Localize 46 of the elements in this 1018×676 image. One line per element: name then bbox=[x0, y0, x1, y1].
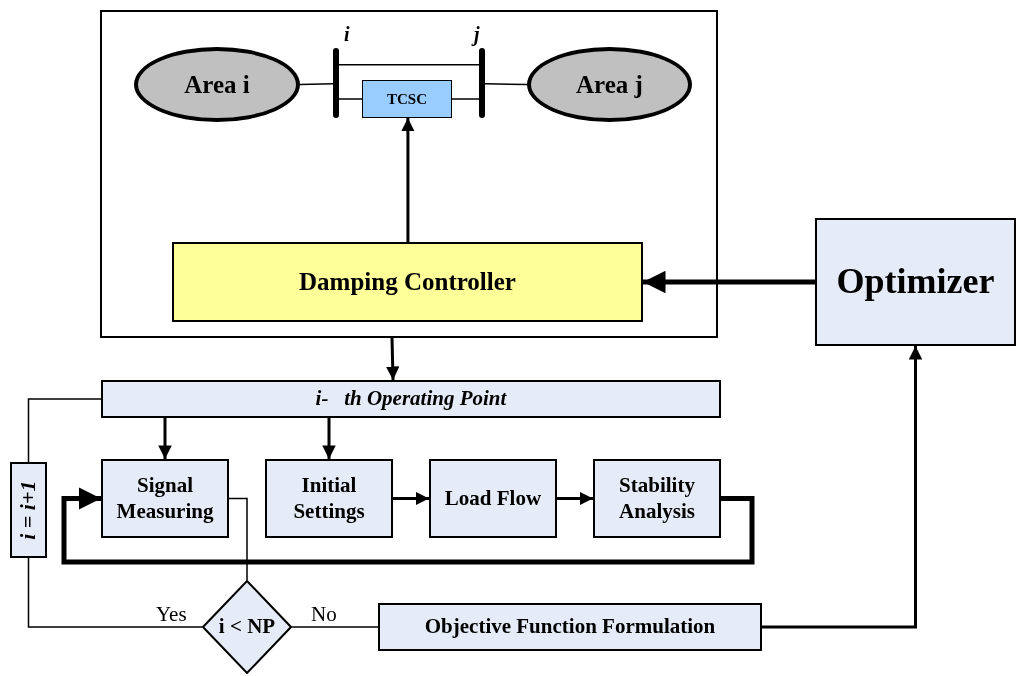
node-label: Initial Settings bbox=[292, 473, 366, 524]
operating-point-bar bbox=[101, 380, 721, 418]
node-label: TCSC bbox=[387, 90, 427, 108]
tcsc-box bbox=[362, 80, 452, 118]
arrow bbox=[557, 491, 593, 506]
node-label: Objective Function Formulation bbox=[424, 614, 716, 640]
arrow bbox=[322, 418, 336, 459]
connector-line bbox=[338, 98, 363, 100]
node-label: i = i+1 bbox=[15, 480, 42, 540]
arrow bbox=[385, 337, 400, 381]
system-frame bbox=[100, 10, 718, 338]
connector-line bbox=[484, 82, 528, 86]
node-label: Damping Controller bbox=[299, 267, 516, 297]
node-label: Load Flow bbox=[444, 485, 542, 512]
decision-diamond bbox=[202, 580, 292, 674]
optimizer-box bbox=[815, 218, 1016, 346]
process-box bbox=[378, 603, 762, 651]
connector-line bbox=[228, 497, 248, 581]
node-label: i- th Operating Point bbox=[315, 386, 507, 412]
bus-bar bbox=[333, 48, 339, 118]
connector-line bbox=[291, 626, 379, 628]
process-box bbox=[265, 459, 393, 538]
controller-box bbox=[172, 242, 643, 322]
node-label: Area j bbox=[576, 69, 643, 100]
node-label: Stability Analysis bbox=[618, 473, 696, 524]
arrow bbox=[643, 270, 815, 294]
arrow bbox=[61, 487, 755, 565]
connector-line bbox=[338, 64, 480, 66]
connector-line bbox=[451, 98, 480, 100]
node-label: Optimizer bbox=[836, 260, 995, 304]
arrow bbox=[393, 491, 429, 506]
counter-box bbox=[10, 462, 47, 558]
connector-line bbox=[27, 557, 203, 628]
connector-line bbox=[27, 398, 102, 463]
process-box bbox=[101, 459, 229, 538]
process-box bbox=[593, 459, 721, 538]
node-label: i < NP bbox=[218, 614, 276, 640]
node-label: Area i bbox=[184, 69, 250, 100]
connector-line bbox=[299, 82, 334, 86]
arrow bbox=[158, 418, 172, 459]
node-label: Signal Measuring bbox=[115, 473, 215, 524]
arrow bbox=[401, 118, 415, 242]
process-box bbox=[429, 459, 557, 538]
bus-label: i bbox=[344, 24, 350, 44]
bus-bar bbox=[479, 48, 485, 118]
arrow bbox=[762, 346, 923, 629]
